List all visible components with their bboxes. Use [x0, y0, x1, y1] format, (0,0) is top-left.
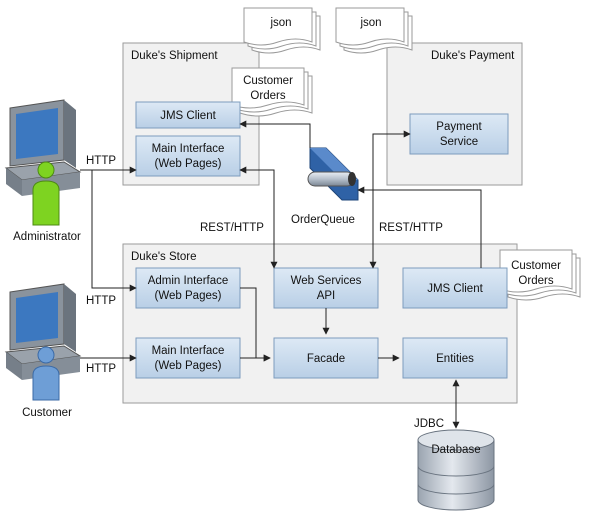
- shipment-jms-client-label: JMS Client: [160, 110, 216, 122]
- store-web-services-api-line-1: Web Services: [291, 275, 362, 287]
- administrator-label: Administrator: [13, 231, 81, 243]
- database-label: Database: [431, 444, 480, 456]
- customer-orders-shipment-line-2: Orders: [250, 90, 285, 102]
- store-facade: Facade: [273, 337, 379, 379]
- store-main-interface-line-2: (Web Pages): [155, 360, 222, 372]
- store-admin-interface-line-2: (Web Pages): [155, 290, 222, 302]
- container-title-shipment: Duke's Shipment: [131, 50, 218, 62]
- customer-orders-store-line-1: Customer: [511, 260, 561, 272]
- http-label-admin-shipment: HTTP: [86, 155, 116, 167]
- shipment-jms-client: JMS Client: [135, 101, 241, 129]
- shipment-main-interface-line-2: (Web Pages): [155, 158, 222, 170]
- store-facade-label: Facade: [307, 353, 345, 365]
- json-label-2: json: [359, 17, 381, 29]
- rest-http-label-right: REST/HTTP: [379, 222, 443, 234]
- store-entities-label: Entities: [436, 353, 474, 365]
- container-title-store: Duke's Store: [131, 251, 196, 263]
- json-label-1: json: [269, 17, 291, 29]
- order-queue-label: OrderQueue: [291, 214, 355, 226]
- administrator-icon: [32, 161, 60, 226]
- customer-label: Customer: [22, 407, 72, 419]
- http-label-customer-store: HTTP: [86, 363, 116, 375]
- administrator-workstation: Administrator: [4, 99, 82, 243]
- order-queue: OrderQueue: [291, 147, 359, 226]
- container-title-payment: Duke's Payment: [431, 50, 515, 62]
- payment-service-line-2: Service: [440, 136, 478, 148]
- store-jms-client-label: JMS Client: [427, 283, 483, 295]
- store-admin-interface-line-1: Admin Interface: [148, 275, 229, 287]
- customer-orders-document-store: Customer Orders: [499, 249, 581, 301]
- json-document-2: json: [335, 7, 413, 54]
- json-document-1: json: [243, 7, 321, 54]
- customer-orders-document-shipment: Customer Orders: [231, 67, 313, 117]
- shipment-main-interface: Main Interface (Web Pages): [135, 135, 241, 177]
- payment-service-line-1: Payment: [436, 121, 482, 133]
- edge-payment-to-webservices: [369, 130, 411, 269]
- shipment-main-interface-line-1: Main Interface: [152, 143, 225, 155]
- customer-icon: [32, 346, 60, 401]
- edge-store-jms-to-queue: [357, 186, 482, 268]
- customer-orders-shipment-line-1: Customer: [243, 75, 293, 87]
- customer-orders-store-line-2: Orders: [518, 275, 553, 287]
- jdbc-label: JDBC: [414, 418, 444, 430]
- store-main-interface: Main Interface (Web Pages): [135, 337, 241, 379]
- store-entities: Entities: [402, 337, 508, 379]
- http-label-admin-store: HTTP: [86, 295, 116, 307]
- store-web-services-api-line-2: API: [317, 290, 336, 302]
- edge-admin-to-store-admin: [91, 170, 137, 292]
- database: Database: [417, 429, 495, 511]
- payment-service: Payment Service: [409, 113, 509, 155]
- rest-http-label-left: REST/HTTP: [200, 222, 264, 234]
- store-web-services-api: Web Services API: [273, 267, 379, 309]
- edge-shipment-to-webservices: [239, 166, 278, 269]
- edge-queue-to-shipment-jms: [239, 120, 311, 148]
- store-main-interface-line-1: Main Interface: [152, 345, 225, 357]
- customer-workstation: Customer: [4, 283, 82, 419]
- store-admin-interface: Admin Interface (Web Pages): [135, 267, 241, 309]
- store-jms-client: JMS Client: [402, 267, 508, 309]
- connectors: [80, 120, 482, 429]
